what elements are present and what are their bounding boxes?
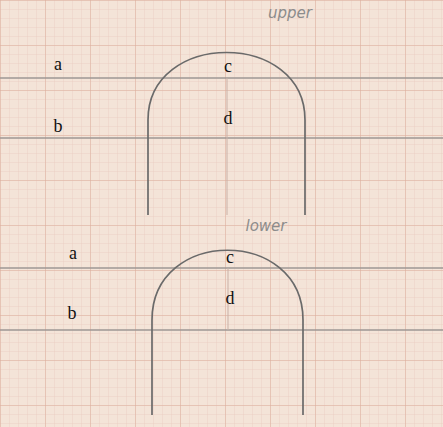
reference-line	[0, 137, 443, 139]
point-letter: a	[69, 244, 77, 262]
point-letter: b	[68, 304, 77, 322]
point-letter: b	[54, 117, 63, 135]
upper-arch	[148, 53, 305, 216]
point-letter: c	[226, 248, 234, 266]
point-letter: d	[224, 109, 233, 127]
point-letter: c	[224, 57, 232, 75]
reference-line	[0, 77, 443, 79]
point-letter: a	[54, 55, 62, 73]
reference-line	[0, 267, 443, 269]
point-letter: d	[226, 289, 235, 307]
lower-arch	[152, 250, 303, 415]
arch-heading: lower	[245, 219, 286, 234]
arch-heading: upper	[268, 6, 312, 21]
midline	[227, 78, 228, 215]
reference-line	[0, 329, 443, 331]
